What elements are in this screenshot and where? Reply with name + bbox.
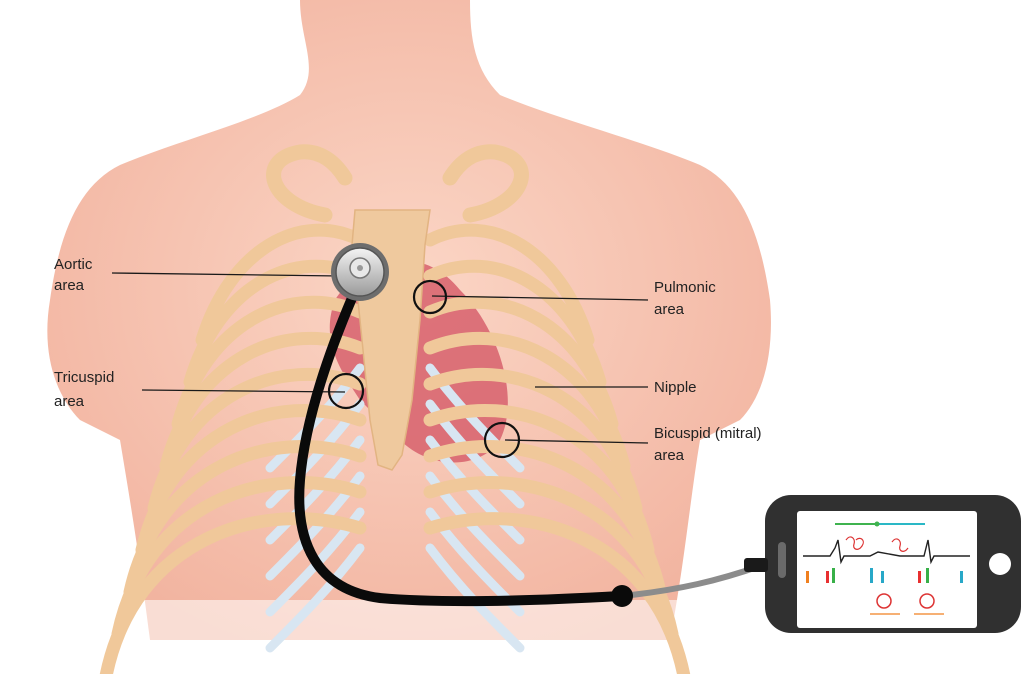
bicuspid-label-line1: Bicuspid (mitral) <box>654 425 762 442</box>
aortic-line <box>111 272 341 277</box>
rib-right <box>423 331 631 473</box>
rib-right <box>423 259 607 389</box>
rib-left <box>99 512 367 674</box>
bicuspid-circle <box>483 421 521 459</box>
nipple-label: Nipple <box>654 379 697 396</box>
phone-jack <box>744 558 768 572</box>
pulmonic-label-line1: Pulmonic <box>654 279 716 296</box>
screen-sound-blob-1 <box>845 536 864 550</box>
rib-left <box>147 367 367 515</box>
tricuspid-line <box>141 389 346 393</box>
bicuspid-line <box>504 439 649 444</box>
stethoscope-chestpiece-icon <box>331 243 389 301</box>
phone-speaker <box>778 542 786 578</box>
rib-cage <box>266 144 529 223</box>
rib-left <box>111 476 367 641</box>
rib-right <box>423 476 679 641</box>
screen-interval-marker <box>874 521 880 527</box>
rib-left <box>171 295 367 431</box>
screen-heart-icon-1 <box>876 593 892 609</box>
pulmonic-label-line2: area <box>654 301 685 318</box>
rib-right <box>423 295 619 431</box>
rib-left <box>195 223 367 347</box>
rib-left <box>123 440 367 599</box>
rib-1-left <box>266 144 353 223</box>
tricuspid-label-line1: Tricuspid <box>54 369 114 386</box>
rib-right <box>423 403 655 557</box>
tricuspid-circle <box>327 372 365 410</box>
rib-right <box>423 223 595 347</box>
rib-right <box>423 512 691 674</box>
aortic-label-line1: Aortic <box>54 256 93 273</box>
rib-right <box>423 367 643 515</box>
pulmonic-line <box>431 295 649 301</box>
screen-heart-icon-2 <box>919 593 935 609</box>
bicuspid-label-line2: area <box>654 447 685 464</box>
rib-left <box>135 403 367 557</box>
aortic-label-line2: area <box>54 277 85 294</box>
smartphone <box>744 495 1021 633</box>
screen-signal-trace <box>803 539 970 565</box>
screen-event-marks <box>806 568 963 583</box>
auscultation-circles <box>327 279 521 459</box>
phone-home-button-icon <box>989 553 1011 575</box>
screen-sound-blob-2 <box>891 538 909 552</box>
phone-screen <box>797 511 977 628</box>
labels: Aortic area Pulmonic area Tricuspid area… <box>54 256 762 464</box>
rib-right <box>423 440 667 599</box>
phone-screen-content <box>803 521 970 615</box>
costal-cartilage-left <box>265 543 365 653</box>
rib-1-right <box>442 144 529 223</box>
pulmonic-circle <box>412 279 448 315</box>
annotation-lines <box>111 272 649 444</box>
tricuspid-label-line2: area <box>54 393 85 410</box>
stethoscope-tube <box>294 293 625 607</box>
cable-connector <box>611 585 633 607</box>
